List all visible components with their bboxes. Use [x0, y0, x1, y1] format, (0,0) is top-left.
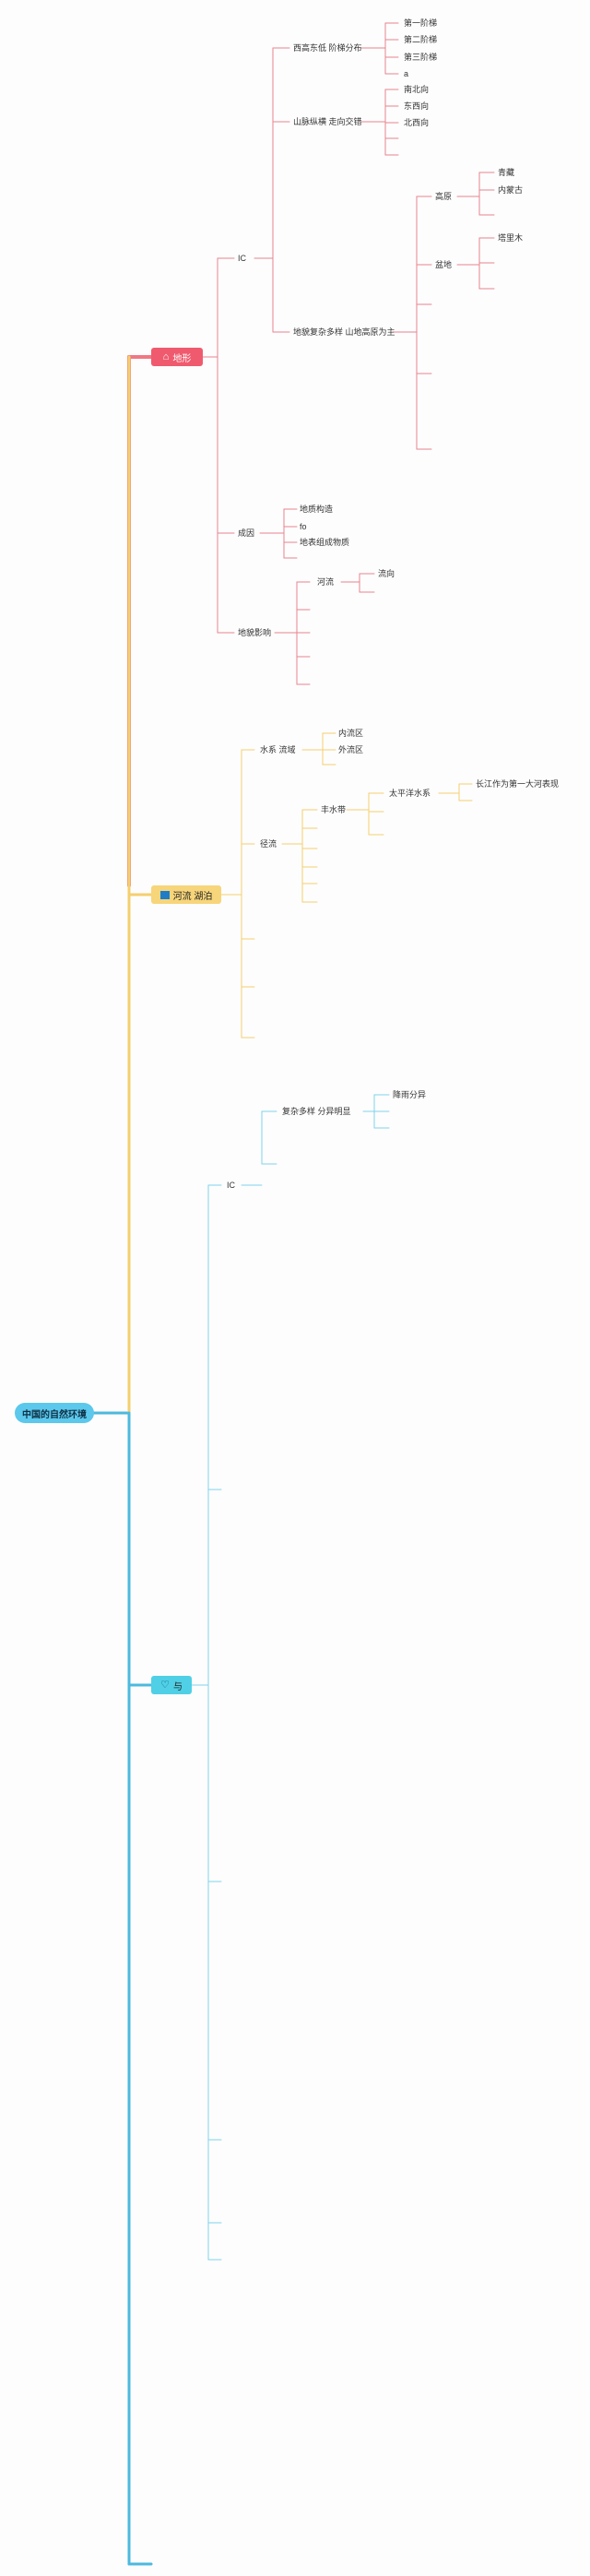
node-yingxiang[interactable]: 地貌影响: [238, 628, 272, 637]
branch-heliu[interactable]: 河流 湖泊: [151, 885, 221, 904]
node-changjiang[interactable]: 长江作为第一大河表现: [476, 779, 560, 789]
node-chengyin[interactable]: 成因: [238, 528, 255, 538]
node-jiangshui[interactable]: 降雨分异: [393, 1090, 427, 1099]
node-shanmai-1[interactable]: 南北向: [404, 85, 430, 94]
node-gaoyuan-1[interactable]: 青藏: [498, 168, 515, 177]
node-duoyang[interactable]: 地貌复杂多样 山地高原为主: [293, 327, 395, 337]
node-chengyin-3[interactable]: 地表组成物质: [300, 538, 350, 547]
node-chengyin-2[interactable]: fo: [300, 522, 307, 531]
node-fengshui[interactable]: 丰水带: [321, 805, 347, 814]
node-gaoyuan-2[interactable]: 内蒙古: [498, 185, 524, 195]
node-chengyin-1[interactable]: 地质构造: [300, 505, 334, 514]
node-liuxiang[interactable]: 流向: [378, 569, 395, 578]
branch-dixing[interactable]: ⌂ 地形: [151, 348, 203, 366]
node-gaoyuan[interactable]: 高原: [435, 192, 453, 201]
node-qihou-tese[interactable]: IC: [227, 1181, 235, 1190]
node-shanmai-2[interactable]: 东西向: [404, 101, 430, 111]
node-jieti-4[interactable]: a: [404, 69, 409, 78]
node-jieti-1[interactable]: 第一阶梯: [404, 18, 438, 28]
home-icon: ⌂: [162, 350, 170, 362]
branch-qihou-label: 与: [172, 1681, 183, 1692]
branch-heliu-label: 河流 湖泊: [172, 891, 213, 902]
node-pendi[interactable]: 盆地: [435, 260, 453, 269]
node-jingliu[interactable]: 径流: [260, 839, 277, 849]
branch-dixing-label: 地形: [172, 353, 192, 364]
node-fuza[interactable]: 复杂多样 分异明显: [282, 1107, 351, 1116]
node-dixing-tese[interactable]: IC: [238, 254, 246, 263]
root-node-label: 中国的自然环境: [22, 1409, 87, 1420]
node-shanmai[interactable]: 山脉纵横 走向交错: [293, 117, 362, 126]
node-jieti-3[interactable]: 第三阶梯: [404, 53, 438, 62]
node-pendi-1[interactable]: 塔里木: [498, 233, 524, 243]
node-jieti-2[interactable]: 第二阶梯: [404, 35, 438, 44]
flag-icon: [159, 890, 170, 899]
branch-qihou[interactable]: ♡ 与: [151, 1676, 192, 1694]
node-shuixi[interactable]: 水系 流域: [260, 745, 296, 754]
node-shuixi-1[interactable]: 内流区: [338, 729, 364, 738]
node-shanmai-3[interactable]: 北西向: [404, 118, 430, 127]
node-jieti[interactable]: 西高东低 阶梯分布: [293, 43, 362, 53]
root-node[interactable]: 中国的自然环境: [15, 1403, 94, 1423]
heart-icon: ♡: [160, 1679, 170, 1691]
node-heliu-sub[interactable]: 河流: [317, 577, 335, 587]
node-shuixi-2[interactable]: 外流区: [338, 745, 364, 754]
node-taipingyang[interactable]: 太平洋水系: [389, 789, 431, 798]
